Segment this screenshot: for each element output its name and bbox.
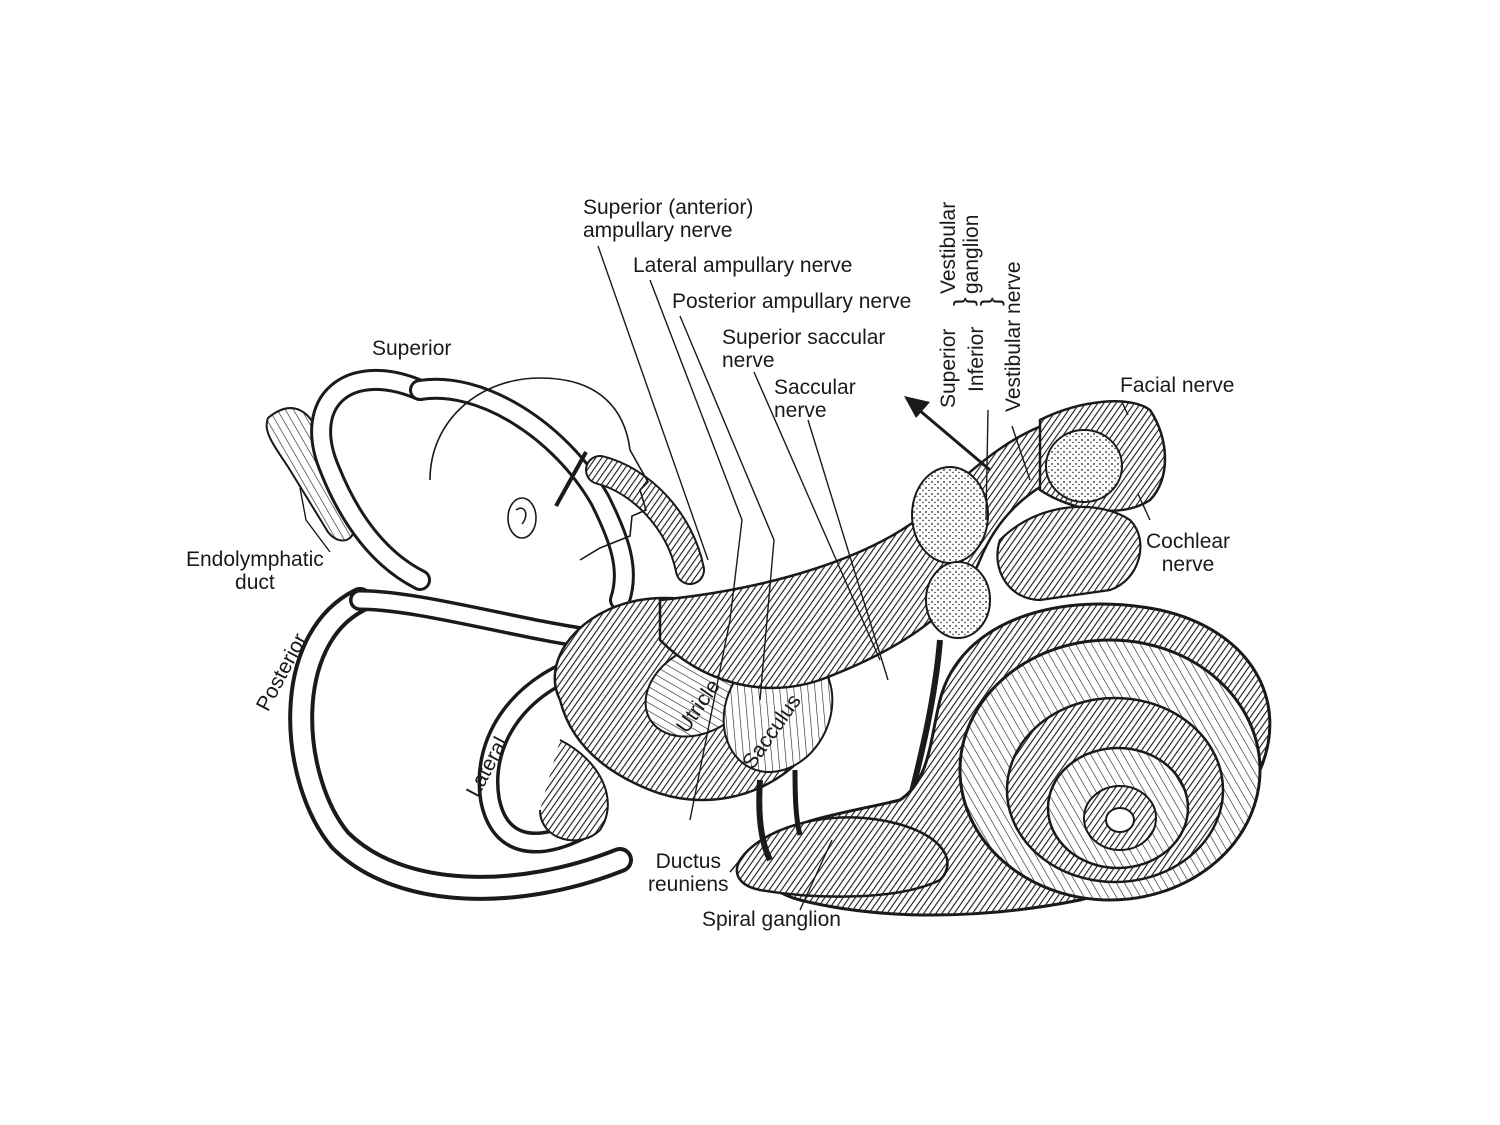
label-spiral-ganglion: Spiral ganglion <box>702 908 841 931</box>
nerve-stumps-shape <box>996 400 1167 602</box>
label-cochlear-nerve: Cochlear nerve <box>1146 530 1231 576</box>
label-posterior-ampullary-nerve: Posterior ampullary nerve <box>672 290 912 313</box>
label-ganglion-brace-2: } <box>975 297 1005 306</box>
label-vestibular-nerve: Vestibular nerve <box>1002 261 1025 412</box>
label-superior-saccular-nerve: Superior saccular nerve <box>722 326 886 372</box>
endolymphatic-duct-shape <box>265 407 355 542</box>
label-ganglion-brace: } <box>948 297 978 306</box>
direction-arrow <box>904 396 991 472</box>
lateral-canal-shape <box>477 649 611 854</box>
label-lateral-ampullary-nerve: Lateral ampullary nerve <box>633 254 853 277</box>
label-facial-nerve: Facial nerve <box>1120 374 1235 397</box>
label-ductus-reuniens: Ductus reuniens <box>648 850 729 896</box>
label-saccular-nerve: Saccular nerve <box>774 376 856 422</box>
vestibular-nerve-shape <box>658 418 1082 801</box>
label-endolymphatic-duct: Endolymphatic duct <box>186 548 324 594</box>
head-orientation-sketch <box>429 377 649 561</box>
label-superior-anterior-ampullary-nerve: Superior (anterior) ampullary nerve <box>583 196 754 242</box>
spiral-ganglion-shape <box>735 769 949 898</box>
label-ganglion-superior: Superior <box>937 328 960 408</box>
label-ganglion-inferior: Inferior <box>965 326 988 392</box>
posterior-canal-shape <box>288 587 633 901</box>
label-superior-canal: Superior <box>372 337 452 360</box>
label-vestibular-ganglion: Vestibular ganglion <box>937 201 983 294</box>
leader-lines <box>299 245 1151 911</box>
superior-canal-shape <box>310 369 705 611</box>
